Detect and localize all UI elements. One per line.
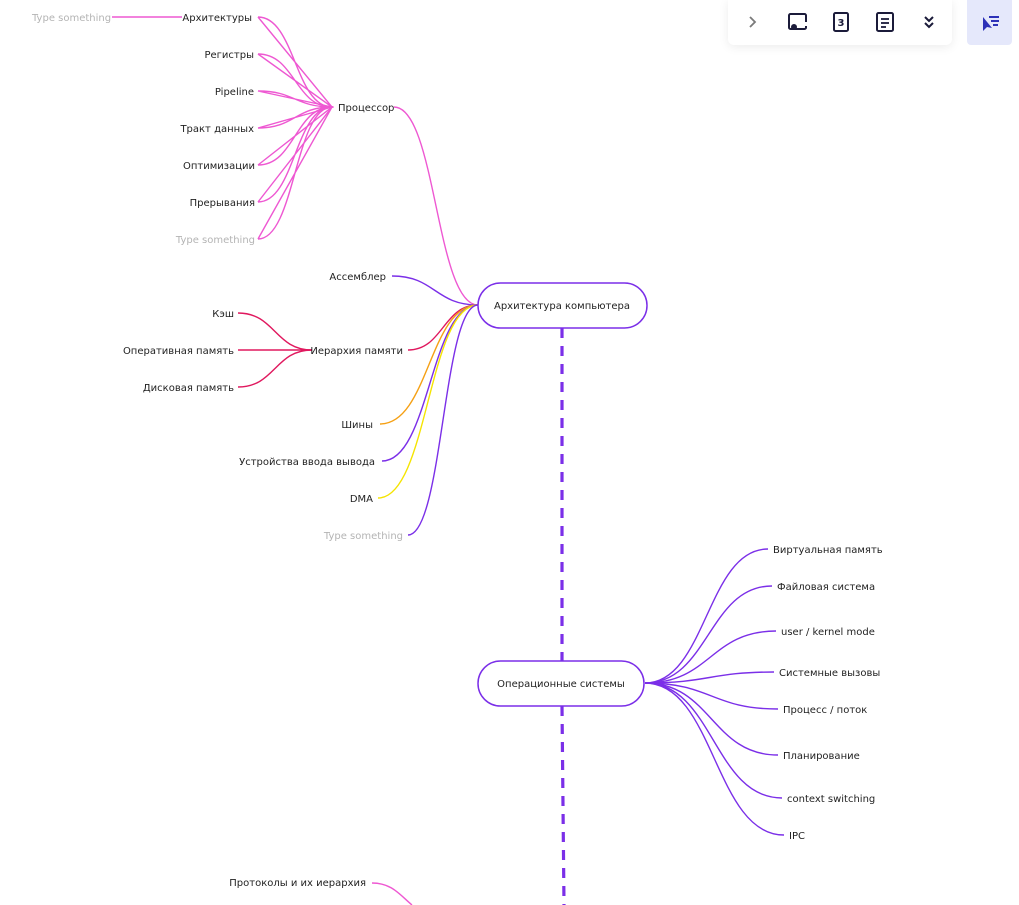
connector-os-child-3 [644,671,775,684]
connector-memory-child-2 [237,349,313,388]
connector-assembler-central [391,275,479,306]
collapse-down-icon[interactable] [916,9,942,35]
cursor-filter-icon[interactable] [967,0,1012,45]
memory-child-disk[interactable]: Дисковая память [143,383,234,394]
os-child-scheduling[interactable]: Планирование [783,751,860,762]
connector-protocols [371,882,413,905]
svg-text:3: 3 [838,18,845,29]
top-placeholder-node[interactable]: Type something [31,13,111,24]
connector-buses-central [379,304,479,425]
os-child-virtual-memory[interactable]: Виртуальная память [773,545,883,556]
os-child-file-system[interactable]: Файловая система [777,582,875,593]
connector-processor-child-5 [257,106,334,203]
connector-os-child-5 [644,682,779,756]
processor-child-registers[interactable]: Регистры [204,50,254,61]
central-node-architecture-frame [477,282,648,329]
connector-os-child-2 [644,630,777,684]
processor-child-architectures[interactable]: Архитектуры [182,13,252,24]
os-child-ipc[interactable]: IPC [789,831,805,842]
processor-child-pipeline[interactable]: Pipeline [215,87,254,98]
io-devices-node[interactable]: Устройства ввода вывода [239,457,375,468]
central-node-os-label: Операционные системы [497,679,625,690]
os-child-user-kernel-mode[interactable]: user / kernel mode [781,627,875,638]
spine-dashed-line-lower [560,705,566,905]
central-node-architecture-label: Архитектура компьютера [494,301,630,312]
buses-node[interactable]: Шины [341,420,373,431]
connector-processor-central [393,106,479,306]
mind-map-connectors [112,16,785,905]
central-node-os-frame [477,660,645,707]
connector-memory-child-0 [237,312,313,351]
connector-os-child-0 [644,548,769,684]
protocols-node[interactable]: Протоколы и их иерархия [229,878,366,889]
os-child-process-thread[interactable]: Процесс / поток [783,705,867,716]
dma-node[interactable]: DMA [350,494,373,505]
processor-node[interactable]: Процессор [338,103,394,114]
card-number-icon[interactable]: 3 [828,9,854,35]
processor-child-datapath[interactable]: Тракт данных [179,124,254,135]
memory-child-cache[interactable]: Кэш [212,309,234,320]
connector-dma-central [377,304,479,499]
os-child-context-switching[interactable]: context switching [787,794,875,805]
architecture-placeholder-node[interactable]: Type something [323,531,403,542]
document-icon[interactable] [872,9,898,35]
connector-os-child-1 [644,585,773,684]
connector-os-child-4 [644,682,779,710]
processor-child-interrupts[interactable]: Прерывания [190,198,255,209]
processor-child-optimizations[interactable]: Оптимизации [183,161,255,172]
chevron-right-icon[interactable] [740,9,766,35]
connector-os-child-7 [644,682,785,836]
connector-placeholder-central [407,304,479,536]
connector-os-child-6 [644,682,783,799]
top-toolbar: 3 [728,0,952,45]
memory-hierarchy-node[interactable]: Иерархия памяти [310,346,403,357]
processor-placeholder-node[interactable]: Type something [175,235,255,246]
memory-child-ram[interactable]: Оперативная память [123,346,234,357]
frame-icon[interactable] [785,9,811,35]
assembler-node[interactable]: Ассемблер [329,272,386,283]
connector-processor-child-6 [257,106,334,240]
central-node-architecture[interactable]: Архитектура компьютера [477,282,648,329]
central-node-os[interactable]: Операционные системы [477,660,645,707]
os-child-system-calls[interactable]: Системные вызовы [779,668,880,679]
connector-io-central [381,304,479,462]
